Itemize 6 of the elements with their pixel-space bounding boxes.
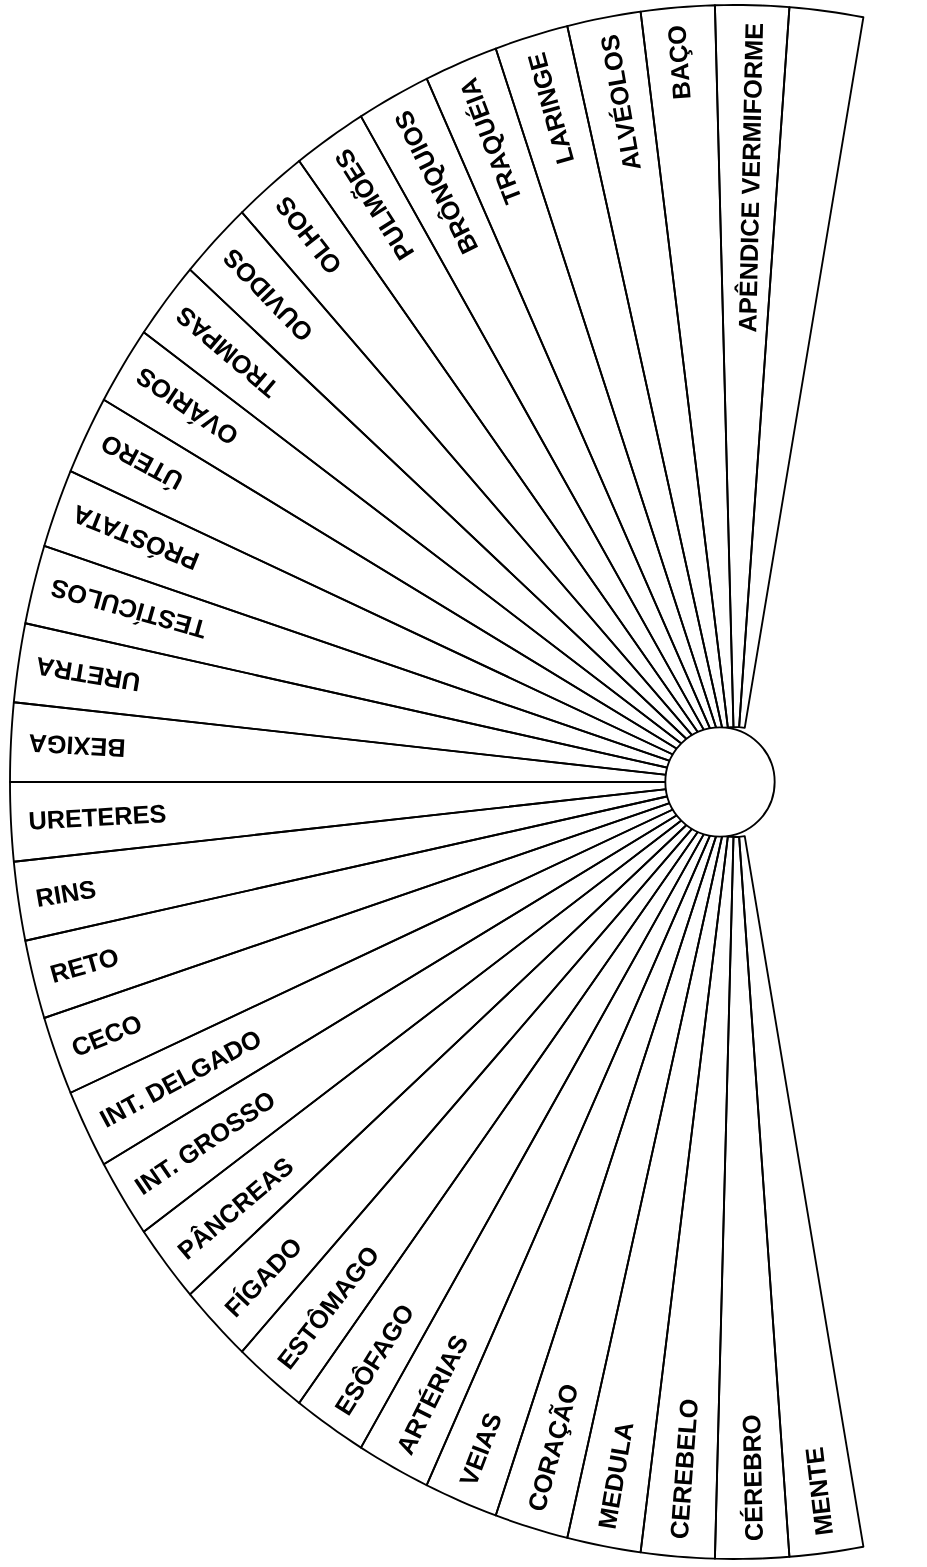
labeled-sector: CEREBELO <box>639 835 735 1560</box>
labeled-sector: CÉREBRO <box>713 835 791 1560</box>
labeled-sector: APÊNDICE VERMIFORME <box>713 4 791 729</box>
labeled-sector: URETERES <box>9 781 682 863</box>
center-circle <box>664 726 776 838</box>
labeled-sector: BEXIGA <box>9 701 682 783</box>
